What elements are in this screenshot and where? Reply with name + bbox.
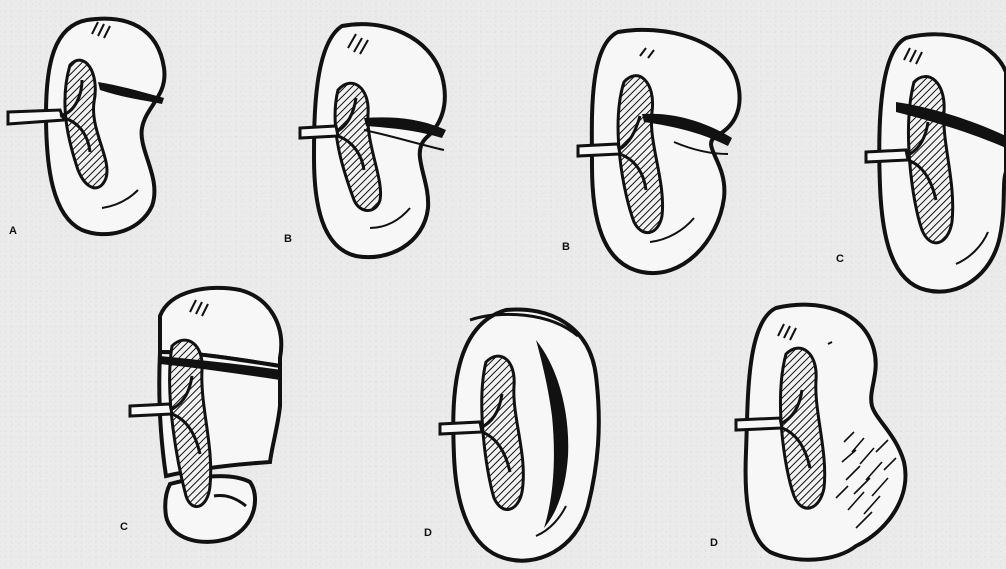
- kidney-panel-b-2: [578, 30, 740, 273]
- ureter: [440, 422, 482, 434]
- ureter: [300, 126, 338, 138]
- panel-label-b-1: B: [284, 233, 292, 245]
- panel-label-b-2: B: [562, 241, 570, 253]
- kidney-panel-b-1: [300, 24, 446, 257]
- panel-label-c-1: C: [836, 253, 844, 265]
- kidney-panel-d-2: [736, 305, 905, 560]
- kidney-panel-c-1: [866, 34, 1006, 291]
- panel-label-c-2: C: [120, 521, 128, 533]
- ureter: [866, 150, 908, 162]
- kidney-outline: [46, 19, 164, 234]
- ureter: [130, 404, 172, 416]
- panel-label-a: A: [9, 225, 17, 237]
- ureter: [578, 144, 620, 156]
- kidney-outline: [314, 24, 445, 257]
- kidney-outline: [453, 310, 599, 561]
- ureter: [736, 418, 782, 430]
- kidney-outline: [746, 305, 906, 560]
- kidney-panel-c-2: [130, 288, 282, 542]
- ureter: [8, 110, 64, 124]
- panel-label-d-2: D: [710, 537, 718, 549]
- kidney-panel-a: [8, 19, 164, 234]
- panel-label-d-1: D: [424, 527, 432, 539]
- kidney-panel-d-1: [440, 310, 599, 561]
